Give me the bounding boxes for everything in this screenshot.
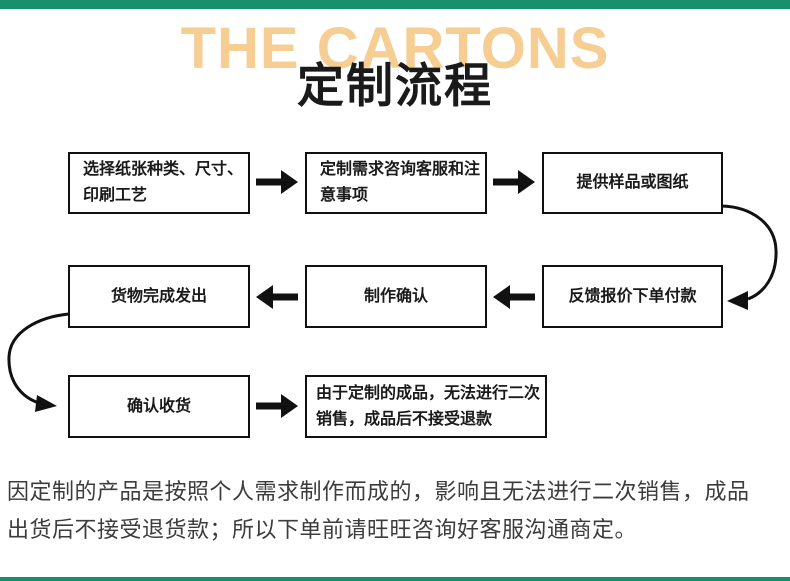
- footer-note-line: 因定制的产品是按照个人需求制作而成的，影响且无法进行二次销售，成品: [7, 479, 750, 504]
- flow-box-confirm-receipt: 确认收货: [68, 375, 250, 438]
- curved-arrowhead-left-icon: [727, 291, 748, 310]
- top-accent-bar: [0, 0, 790, 9]
- footer-note-line: 出货后不接受退货款；所以下单前请旺旺咨询好客服沟通商定。: [7, 517, 638, 542]
- flow-box-label: 提供样品或图纸: [576, 174, 689, 191]
- curved-connector-left-icon: [7, 312, 70, 405]
- flow-box-production-confirm: 制作确认: [305, 265, 487, 328]
- arrow-right-icon: [493, 170, 535, 194]
- flow-box-label: 反馈报价下单付款: [568, 287, 697, 305]
- flow-box-label: 制作确认: [363, 287, 428, 305]
- arrow-right-icon: [256, 170, 298, 194]
- flow-box-choose-paper: 选择纸张种类、尺寸、 印刷工艺: [68, 152, 250, 214]
- arrow-left-icon: [256, 285, 298, 309]
- flow-box-consult-service: 定制需求咨询客服和注 意事项: [305, 152, 487, 214]
- flow-box-no-refund-notice: 由于定制的成品，无法进行二次 销售，成品后不接受退款: [305, 375, 547, 438]
- bottom-accent-bar: [0, 577, 790, 581]
- flow-box-label: 由于定制的成品，无法进行二次: [316, 384, 541, 402]
- flow-box-quote-order-pay: 反馈报价下单付款: [542, 265, 723, 328]
- flow-box-label: 定制需求咨询客服和注: [320, 161, 481, 178]
- flow-box-label: 销售，成品后不接受退款: [316, 410, 493, 428]
- arrow-left-icon: [493, 285, 535, 309]
- footer-note: 因定制的产品是按照个人需求制作而成的，影响且无法进行二次销售，成品 出货后不接受…: [7, 473, 785, 549]
- flow-box-label: 印刷工艺: [83, 187, 148, 204]
- flow-box-goods-shipped: 货物完成发出: [68, 265, 250, 328]
- flow-box-label: 选择纸张种类、尺寸、: [83, 161, 244, 178]
- flow-box-label: 确认收货: [126, 397, 191, 415]
- brand-title: THE CARTONS: [180, 16, 610, 81]
- page-title: 定制流程: [297, 59, 493, 112]
- arrow-right-icon: [256, 394, 298, 418]
- curved-connector-right-icon: [721, 204, 778, 301]
- flow-box-label: 意事项: [320, 187, 369, 204]
- curved-arrowhead-right-icon: [35, 395, 57, 412]
- flow-box-provide-sample: 提供样品或图纸: [542, 152, 723, 214]
- flow-box-label: 货物完成发出: [110, 287, 207, 305]
